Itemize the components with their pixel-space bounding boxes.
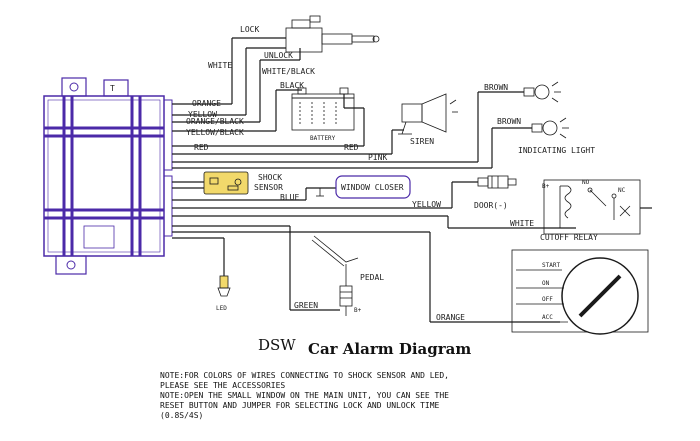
no-label: NO bbox=[582, 179, 590, 186]
red-label: RED bbox=[194, 143, 209, 152]
pedal-label: PEDAL bbox=[360, 273, 384, 282]
orange-label: ORANGE bbox=[192, 99, 221, 108]
shock-label: SHOCK bbox=[258, 173, 282, 182]
orange-black-label: ORANGE/BLACK bbox=[186, 117, 244, 126]
orange-bottom-label: ORANGE bbox=[436, 313, 465, 322]
door-switch bbox=[477, 175, 517, 189]
battery-label: BATTERY bbox=[310, 135, 336, 142]
indicating-light-1 bbox=[523, 81, 561, 103]
door-lock-actuator bbox=[232, 15, 380, 61]
pedal bbox=[311, 235, 359, 316]
white-black-label: WHITE/BLACK bbox=[262, 67, 315, 76]
nc-label: NC bbox=[618, 187, 626, 194]
led bbox=[217, 275, 231, 297]
cutoff-relay bbox=[543, 179, 652, 235]
shock-sensor bbox=[203, 171, 249, 195]
note-line-2: PLEASE SEE THE ACCESSORIES bbox=[160, 381, 285, 390]
note-line-4: RESET BUTTON AND JUMPER FOR SELECTING LO… bbox=[160, 401, 440, 410]
cutoff-relay-label: CUTOFF RELAY bbox=[540, 233, 598, 242]
acc-label: ACC bbox=[542, 314, 553, 321]
indicating-light-2 bbox=[531, 117, 569, 139]
white-relay-label: WHITE bbox=[510, 219, 534, 228]
window-closer-label: WINDOW CLOSER bbox=[341, 183, 404, 192]
green-label: GREEN bbox=[294, 301, 318, 310]
wiring bbox=[172, 38, 576, 323]
blue-label: BLUE bbox=[280, 193, 299, 202]
on-label: ON bbox=[542, 280, 550, 287]
brown-label-1: BROWN bbox=[484, 83, 508, 92]
indicating-light-label: INDICATING LIGHT bbox=[518, 146, 595, 155]
main-alarm-unit: T bbox=[43, 77, 173, 275]
relay-b-plus-label: B+ bbox=[542, 183, 550, 190]
note-line-1: NOTE:FOR COLORS OF WIRES CONNECTING TO S… bbox=[160, 371, 449, 380]
pink-label: PINK bbox=[368, 153, 387, 162]
brown-label-2: BROWN bbox=[497, 117, 521, 126]
yellow2-label: YELLOW bbox=[412, 200, 441, 209]
lock-label: LOCK bbox=[240, 25, 259, 34]
door-label: DOOR(-) bbox=[474, 201, 508, 210]
start-label: START bbox=[542, 262, 560, 269]
battery bbox=[276, 87, 364, 131]
siren-label: SIREN bbox=[410, 137, 434, 146]
brand-label: DSW bbox=[258, 336, 296, 354]
yellow-label: YELLOW bbox=[188, 110, 217, 119]
diagram-title: Car Alarm Diagram bbox=[308, 340, 471, 358]
sensor-label: SENSOR bbox=[254, 183, 283, 192]
off-label: OFF bbox=[542, 296, 553, 303]
note-line-5: (0.8S/4S) bbox=[160, 411, 203, 420]
white-wire-label: WHITE bbox=[208, 61, 232, 70]
siren bbox=[392, 93, 458, 135]
led-label: LED bbox=[216, 305, 227, 312]
red-battery-label: RED bbox=[344, 143, 359, 152]
window-closer bbox=[316, 175, 411, 199]
black-label: BLACK bbox=[280, 81, 304, 90]
pedal-b-plus-label: B+ bbox=[354, 307, 362, 314]
unlock-label: UNLOCK bbox=[264, 51, 293, 60]
t-mark: T bbox=[110, 84, 115, 93]
ignition-switch bbox=[511, 249, 649, 335]
yellow-black-label: YELLOW/BLACK bbox=[186, 128, 244, 137]
note-line-3: NOTE:OPEN THE SMALL WINDOW ON THE MAIN U… bbox=[160, 391, 449, 400]
